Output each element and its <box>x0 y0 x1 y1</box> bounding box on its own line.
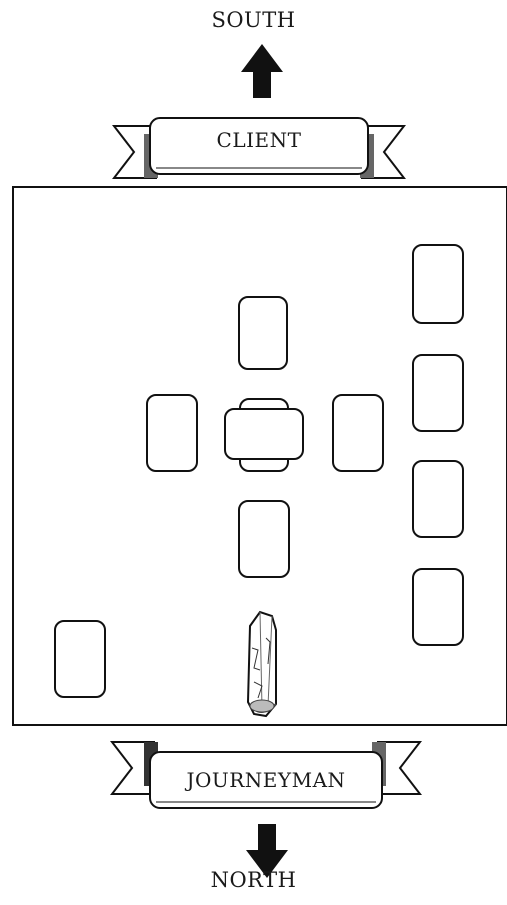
client-banner-label: CLIENT <box>150 128 368 152</box>
card-staff-3 <box>412 460 464 538</box>
card-left <box>146 394 198 472</box>
south-label: SOUTH <box>0 8 507 32</box>
journeyman-banner-label: JOURNEYMAN <box>150 768 382 792</box>
card-staff-2 <box>412 354 464 432</box>
card-staff-4 <box>412 568 464 646</box>
card-staff-1 <box>412 244 464 324</box>
card-center-vertical <box>238 296 288 370</box>
card-right <box>332 394 384 472</box>
card-center-crossing <box>224 408 304 460</box>
north-label: NORTH <box>0 868 507 892</box>
arrow-up-icon <box>239 42 285 100</box>
tarot-spread-board <box>12 186 507 726</box>
card-center-lower <box>238 500 290 578</box>
crystal-icon <box>242 608 284 720</box>
card-bottom-left <box>54 620 106 698</box>
